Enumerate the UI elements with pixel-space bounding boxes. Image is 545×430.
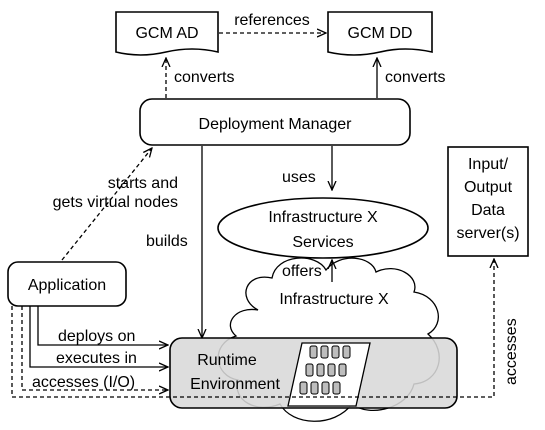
deployment-manager-label: Deployment Manager — [199, 116, 353, 133]
builds-label: builds — [146, 233, 188, 250]
io-server-label-line1: Input/ — [468, 156, 509, 173]
server-rack-icon — [287, 342, 371, 407]
accesses-edge — [11, 259, 494, 398]
io-server-label-line4: server(s) — [456, 225, 519, 242]
offers-label: offers — [282, 263, 322, 280]
gcm-dd-node: GCM DD — [327, 11, 433, 56]
application-label: Application — [28, 277, 106, 294]
accesses-io-edge — [21, 306, 168, 390]
gcm-ad-label: GCM AD — [135, 25, 198, 42]
deploys-on-edge — [37, 306, 168, 345]
gcm-dd-label: GCM DD — [348, 25, 413, 42]
converts-dd-label: converts — [385, 69, 445, 86]
io-server-label-line2: Output — [464, 179, 513, 196]
deploys-on-label: deploys on — [58, 328, 135, 345]
accesses-label: accesses — [503, 318, 520, 385]
executes-in-label: executes in — [56, 350, 137, 367]
starts-and-gets-label-line1: starts and — [108, 175, 178, 192]
runtime-environment-label-line2: Environment — [190, 376, 280, 393]
converts-ad-label: converts — [174, 69, 234, 86]
deployment-manager-node: Deployment Manager — [139, 98, 411, 146]
infrastructure-cloud-label: Infrastructure X — [279, 291, 389, 308]
runtime-environment-label-line1: Runtime — [197, 352, 257, 369]
application-node: Application — [7, 261, 127, 307]
io-server-node: Input/ Output Data server(s) — [447, 146, 529, 257]
infrastructure-services-node: Infrastructure X Services — [217, 197, 429, 259]
gcm-ad-node: GCM AD — [115, 11, 219, 56]
accesses-io-label: accesses (I/O) — [32, 374, 135, 391]
references-label: references — [234, 12, 310, 29]
starts-and-gets-label-line2: gets virtual nodes — [53, 194, 178, 211]
starts-and-gets-edge — [61, 148, 152, 261]
infrastructure-services-label-line2: Services — [292, 234, 353, 251]
uses-label: uses — [282, 169, 316, 186]
infrastructure-services-label-line1: Infrastructure X — [268, 209, 378, 226]
executes-in-edge — [29, 306, 168, 367]
io-server-label-line3: Data — [471, 202, 505, 219]
